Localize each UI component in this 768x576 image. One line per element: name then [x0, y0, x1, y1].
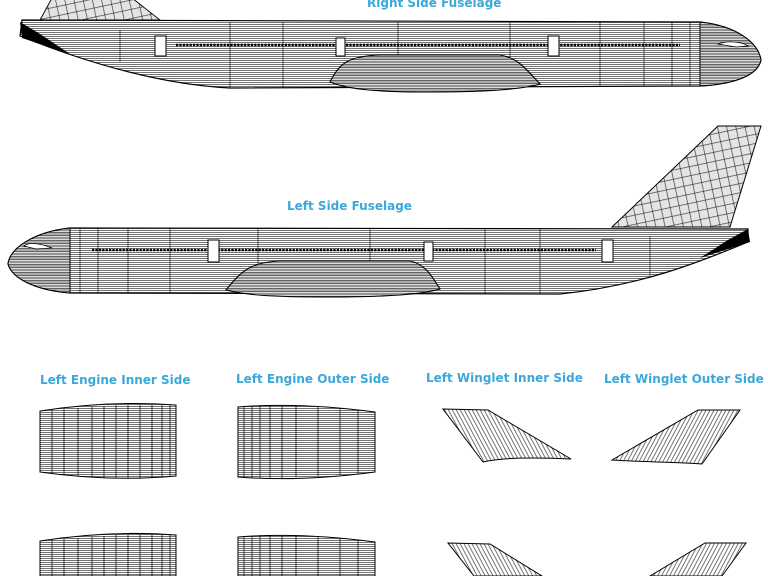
- right-fuselage-door: [547, 35, 560, 57]
- winglet-outer-part: [610, 409, 741, 465]
- left-winglet-inner-side-label: Left Winglet Inner Side: [426, 371, 583, 385]
- winglet-outer-part: [649, 542, 747, 576]
- left-fuselage-cockpit-window: [23, 243, 53, 250]
- engine-inner-part: [39, 402, 177, 479]
- winglet-inner-part: [446, 542, 543, 576]
- engine-outer-part: [237, 404, 376, 480]
- left-winglet-outer-side: [610, 409, 747, 576]
- right-fuselage-cockpit-window: [716, 41, 750, 48]
- left-fuselage-tail: [610, 125, 762, 228]
- left-fuselage-door: [601, 239, 614, 263]
- left-fuselage-tail-edge: [700, 229, 750, 258]
- engine-inner-frames: [51, 535, 171, 576]
- left-winglet-outer-side-label: Left Winglet Outer Side: [604, 372, 764, 386]
- left-side-fuselage: [7, 125, 762, 298]
- winglet-inner-part: [441, 408, 572, 463]
- left-fuselage-door: [207, 239, 220, 263]
- right-fuselage-nose: [699, 21, 762, 87]
- left-engine-outer-side: [237, 404, 376, 576]
- right-fuselage-door: [154, 35, 167, 57]
- right-fuselage-belly-fairing: [329, 54, 542, 93]
- right-side-fuselage-label: Right Side Fuselage: [367, 0, 502, 10]
- left-engine-outer-side-label: Left Engine Outer Side: [236, 372, 390, 386]
- engine-outer-frames: [243, 405, 359, 479]
- right-side-fuselage: [19, 0, 762, 93]
- right-fuselage-tail: [39, 0, 162, 21]
- left-engine-inner-side: [39, 402, 177, 576]
- left-side-fuselage-label: Left Side Fuselage: [287, 199, 412, 213]
- right-fuselage-door: [335, 37, 346, 57]
- engine-inner-frames: [51, 405, 171, 479]
- engine-outer-frames: [243, 535, 359, 576]
- left-engine-inner-side-label: Left Engine Inner Side: [40, 373, 191, 387]
- engine-outer-part: [237, 534, 376, 576]
- left-fuselage-door: [423, 241, 434, 262]
- left-winglet-inner-side: [441, 408, 572, 576]
- right-fuselage-tail-edge: [20, 22, 70, 54]
- left-fuselage-belly-fairing: [225, 260, 441, 298]
- engine-inner-part: [39, 532, 177, 576]
- left-fuselage-nose: [7, 227, 71, 294]
